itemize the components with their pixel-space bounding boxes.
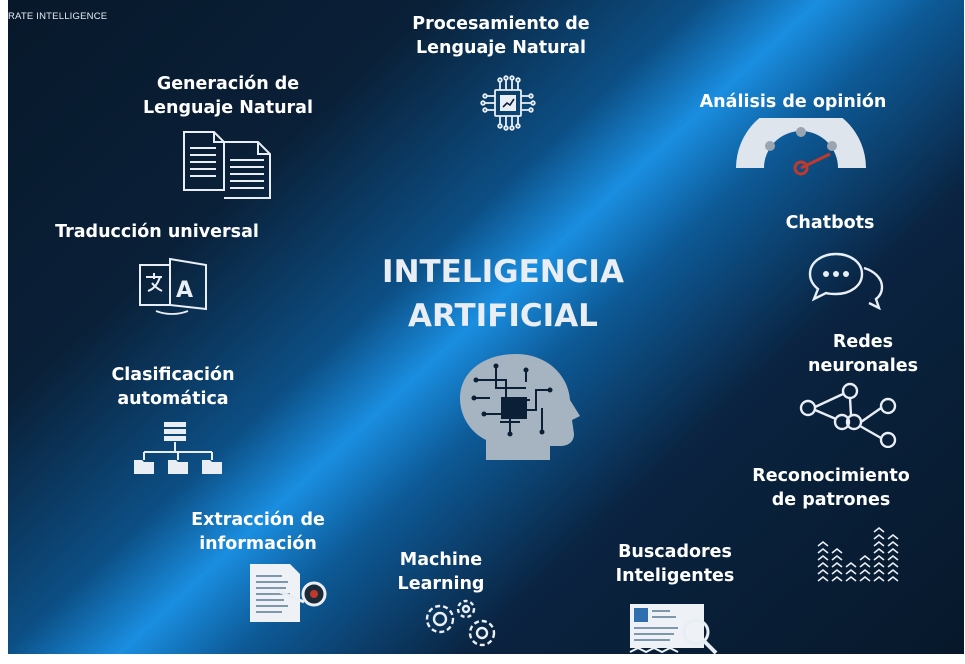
- logo-mark: [8, 0, 126, 4]
- label-classification: Clasificación automática: [111, 365, 235, 409]
- documents-icon: [183, 131, 271, 199]
- label-ml: Machine Learning: [397, 550, 485, 594]
- chevron-pattern-icon: [817, 526, 899, 582]
- label-patterns: Reconocimiento de patrones: [752, 466, 910, 510]
- circuit-head-icon: [460, 354, 580, 460]
- translate-icon: A: [139, 257, 207, 315]
- brand-logo: RATE INTELLIGENCE: [8, 0, 168, 24]
- hierarchy-folders-icon: [134, 422, 222, 474]
- chat-bubbles-icon: [808, 252, 884, 310]
- gears-icon: [425, 599, 496, 647]
- id-card-search-icon: [629, 604, 718, 654]
- label-chatbots: Chatbots: [785, 213, 875, 233]
- label-sentiment: Análisis de opinión: [699, 92, 887, 112]
- label-extraction: Extracción de información: [191, 510, 325, 554]
- label-nlg: Generación de Lenguaje Natural: [143, 74, 313, 118]
- label-search: Buscadores Inteligentes: [615, 542, 735, 586]
- main-title: INTELIGENCIA ARTIFICIAL: [382, 254, 624, 334]
- cpu-chip-icon: [480, 75, 536, 131]
- speedometer-gauge-icon: [736, 118, 866, 176]
- label-nlp: Procesamiento de Lenguaje Natural: [412, 14, 590, 58]
- network-nodes-icon: [799, 382, 897, 448]
- label-neural: Redes neuronales: [808, 332, 918, 376]
- infographic: RATE INTELLIGENCE Procesamiento de Lengu…: [8, 0, 964, 654]
- label-translation: Traducción universal: [55, 222, 259, 242]
- logo-tagline: RATE INTELLIGENCE: [8, 11, 108, 22]
- document-magnifier-icon: [250, 564, 327, 622]
- svg-text:A: A: [176, 278, 193, 303]
